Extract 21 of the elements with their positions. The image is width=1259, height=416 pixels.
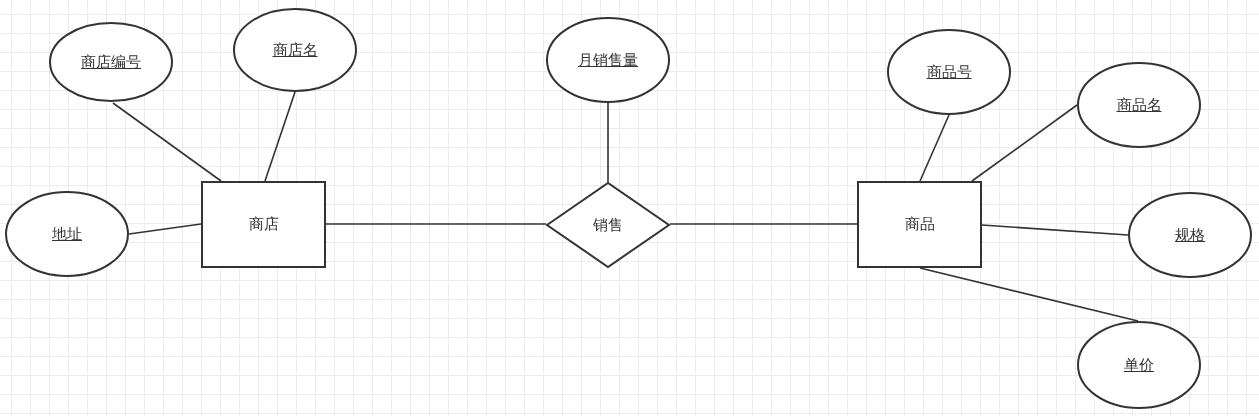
entity-box: 商品 — [857, 181, 982, 268]
attribute-ellipse: 商店编号 — [49, 22, 173, 102]
connector-line — [669, 223, 858, 225]
attribute-ellipse: 商品名 — [1077, 62, 1201, 148]
connector-line — [607, 102, 609, 183]
connector-line — [919, 267, 1139, 322]
attribute-ellipse: 单价 — [1077, 321, 1201, 409]
connector-line — [325, 223, 547, 225]
connector-line — [981, 224, 1129, 236]
entity-box: 商店 — [201, 181, 326, 268]
connector-line — [919, 114, 950, 182]
attribute-ellipse: 规格 — [1128, 192, 1252, 278]
relationship-diamond: 销售 — [546, 182, 670, 268]
attribute-ellipse: 地址 — [5, 191, 129, 277]
attribute-ellipse: 月销售量 — [546, 17, 670, 103]
attribute-ellipse: 商品号 — [887, 29, 1011, 115]
connector-line — [971, 104, 1078, 182]
attribute-ellipse: 商店名 — [233, 8, 357, 92]
connector-line — [112, 102, 222, 182]
connector-line — [128, 223, 202, 235]
connector-line — [264, 91, 296, 182]
